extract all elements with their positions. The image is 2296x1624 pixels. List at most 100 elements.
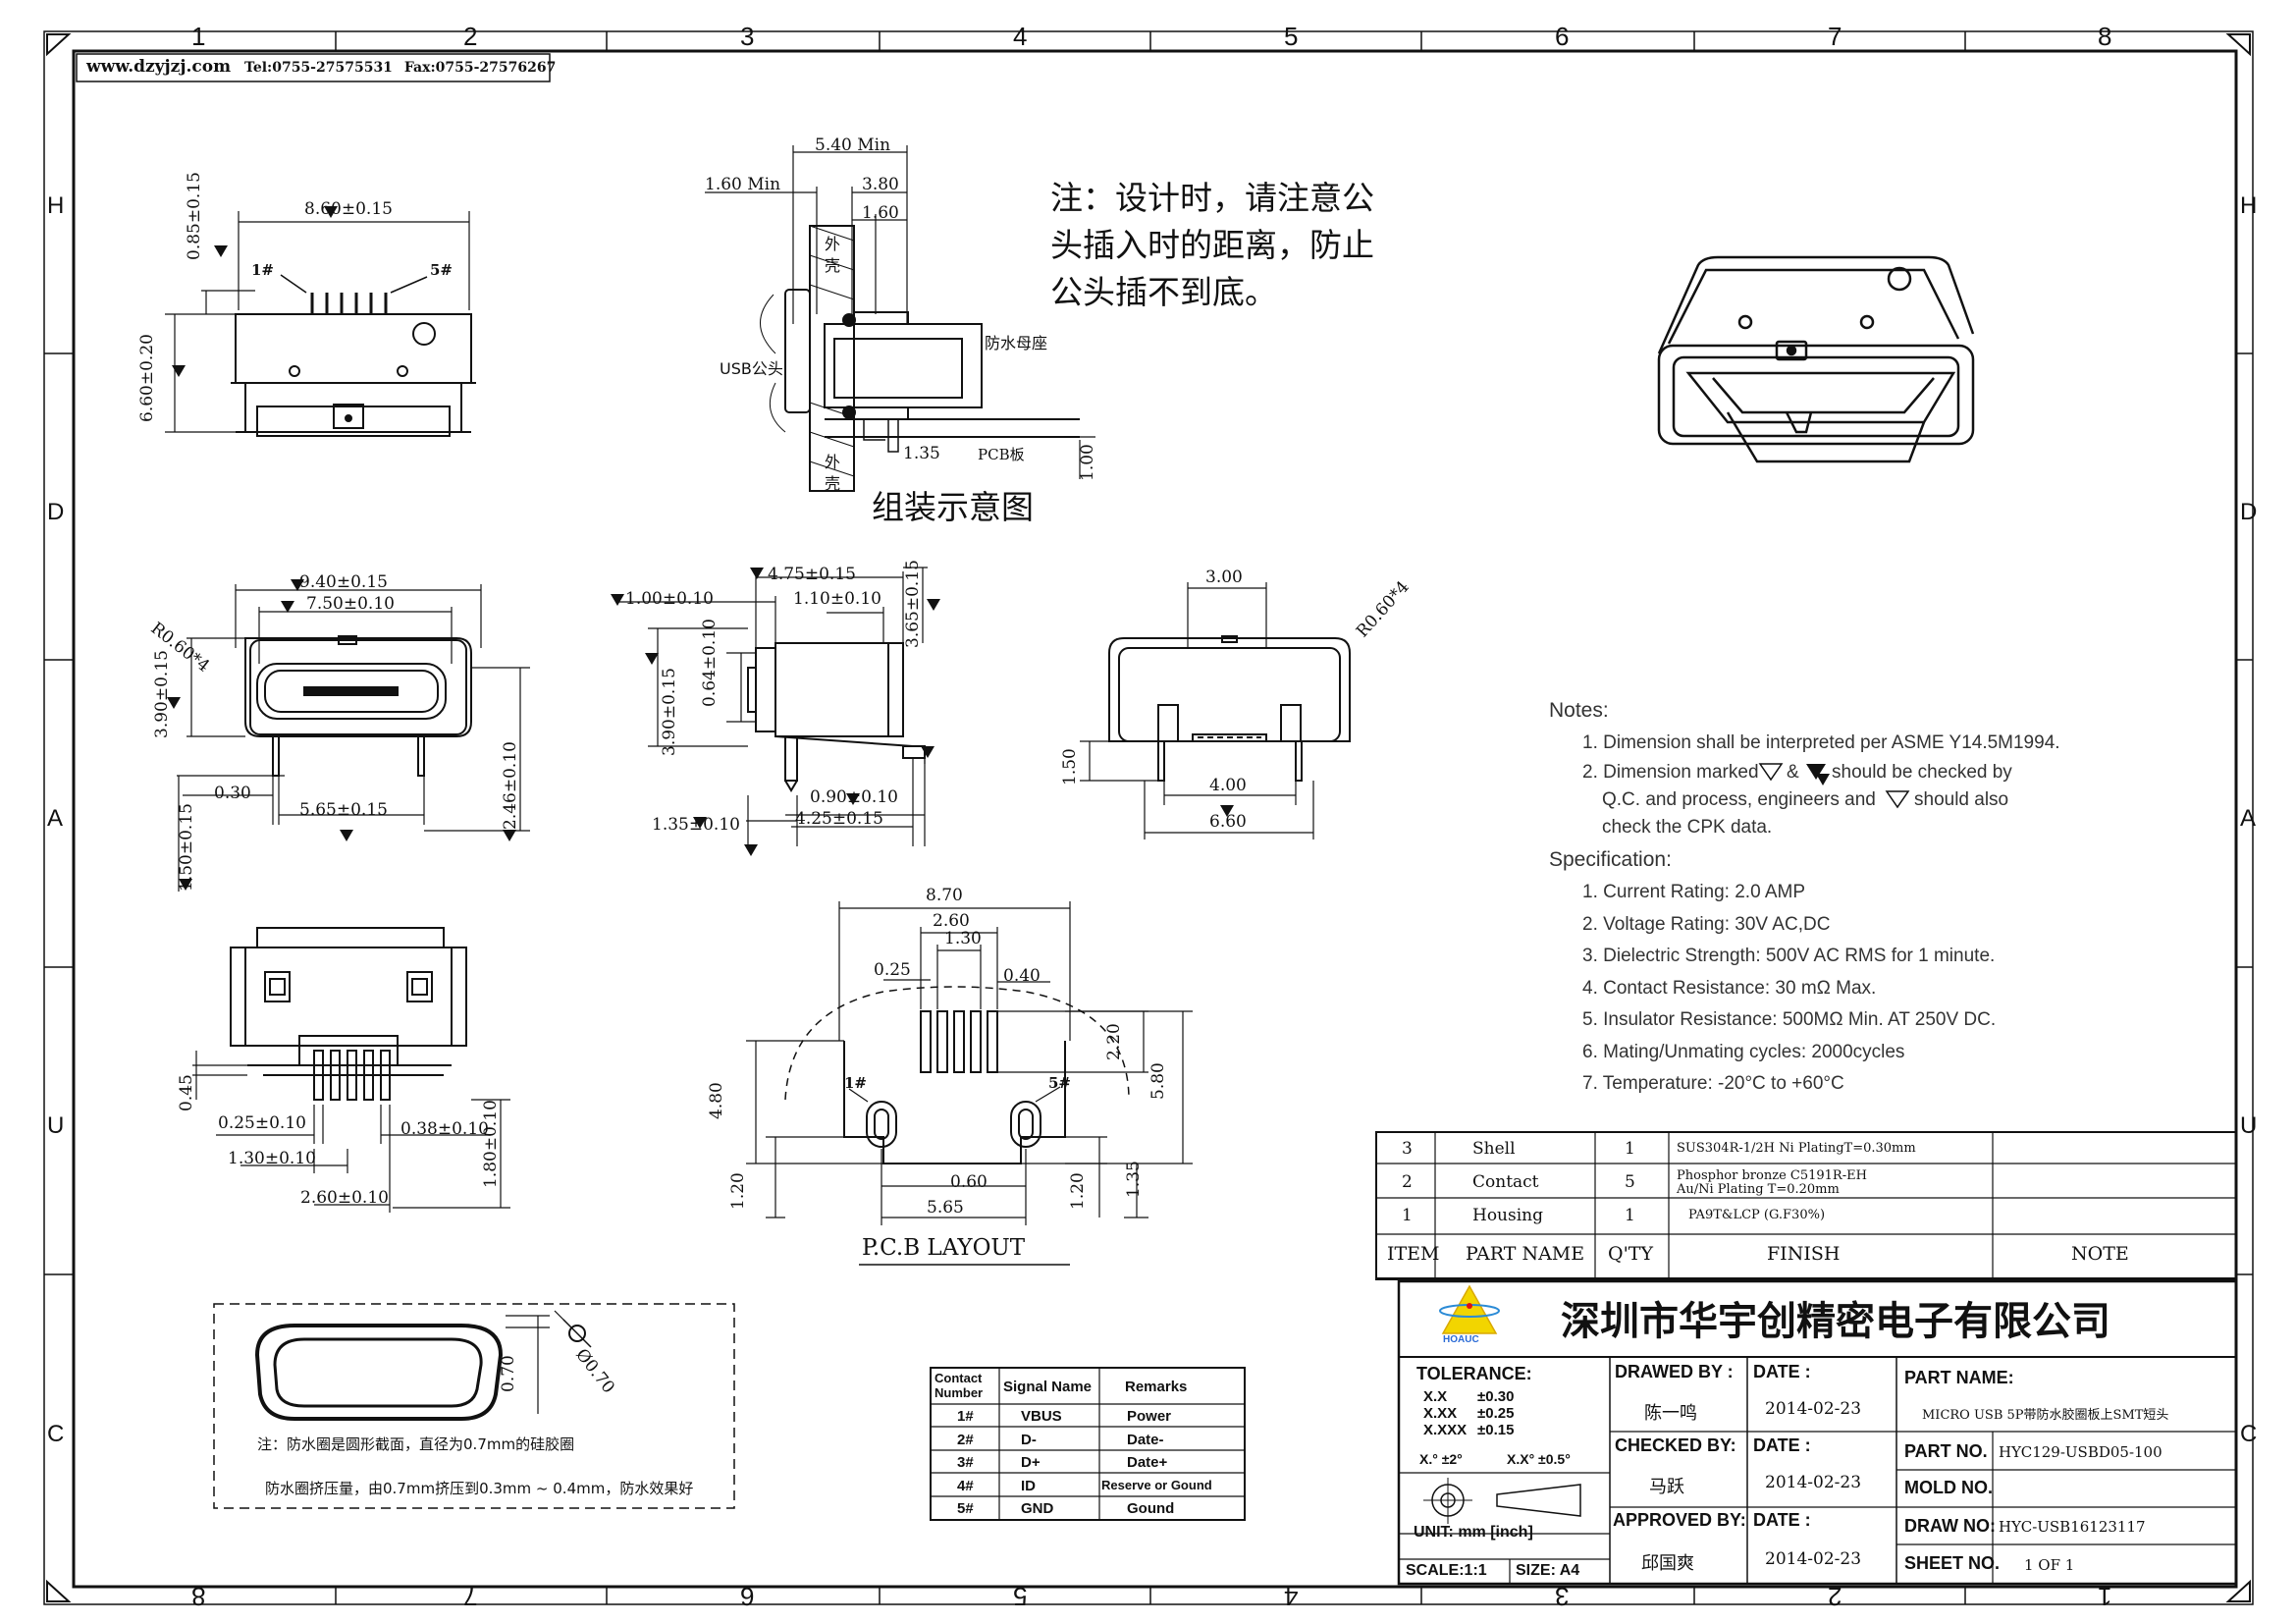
bom-table [1375, 1131, 2237, 1280]
pcb-layout [784, 986, 1130, 1164]
bom-header-3: Q'TY [1608, 1243, 1654, 1265]
dim-front-view-6: 2.46±0.10 [501, 741, 520, 830]
pin5-label-pcb: 5# [1048, 1074, 1072, 1092]
company-name: 深圳市华宇创精密电子有限公司 [1561, 1299, 2110, 1344]
dim-top-view-2: 6.60±0.20 [137, 334, 157, 422]
signal-row-1-num: 1# [957, 1408, 974, 1425]
drawn-by-name: 陈一鸣 [1644, 1403, 1697, 1424]
grid-col-top-8: 8 [2098, 22, 2112, 51]
signal-row-1-signal: VBUS [1021, 1408, 1062, 1425]
date-label-2: DATE : [1753, 1435, 1811, 1455]
dim-pcb-layout-5: 2.20 [1104, 1023, 1124, 1060]
dim-pcb-layout-2: 1.30 [944, 929, 982, 948]
dim-pcb-layout-11: 1.35 [1124, 1161, 1144, 1198]
grid-col-top-3: 3 [740, 22, 755, 51]
usb-male-label: USB公头 [720, 359, 783, 378]
spec-line-1: 1. Current Rating: 2.0 AMP [1582, 882, 1806, 902]
tel-text: Tel:0755-27575531 [244, 60, 393, 76]
bom-row-1-qty: 1 [1625, 1139, 1635, 1159]
draw-no-label: DRAW NO: [1904, 1516, 1996, 1536]
bom-row-3-finish: PA9T&LCP (G.F30%) [1688, 1208, 1826, 1222]
signal-table [930, 1367, 1246, 1521]
dim-seal-0: 0.70 [499, 1355, 518, 1392]
bom-row-3-item: 1 [1402, 1206, 1413, 1225]
grid-col-top-5: 5 [1284, 22, 1299, 51]
signal-row-5-num: 5# [957, 1500, 974, 1517]
front-view [244, 635, 472, 777]
part-name-label: PART NAME: [1904, 1368, 2014, 1387]
bom-row-3-name: Housing [1472, 1206, 1544, 1225]
date-value-3: 2014-02-23 [1765, 1549, 1862, 1569]
dim-rear-view-4: 6.60 [1209, 812, 1247, 832]
dim-pcb-layout-9: 0.60 [950, 1172, 988, 1192]
signal-row-2-remark: Date- [1127, 1431, 1164, 1448]
dim-side-view-7: 1.35±0.10 [652, 815, 740, 835]
signal-header-1: Contact Number [934, 1371, 984, 1400]
angle-tol-2: X.X° ±0.5° [1507, 1451, 1571, 1467]
approved-by-name: 邱国爽 [1641, 1553, 1694, 1574]
approved-by-label: APPROVED BY: [1613, 1510, 1746, 1530]
unit-label: UNIT: mm [inch] [1414, 1524, 1533, 1541]
grid-row-left-4: U [47, 1112, 65, 1139]
dim-pcb-layout-12: 5.65 [927, 1198, 964, 1218]
dim-top-view-0: 8.60±0.15 [304, 199, 393, 219]
signal-row-3-remark: Date+ [1127, 1454, 1168, 1471]
dim-assembly-5: 1.00 [1078, 444, 1097, 481]
pcb-layout-title: P.C.B LAYOUT [862, 1235, 1026, 1261]
grid-row-right-5: C [2240, 1421, 2258, 1447]
note-2e: should also [1914, 789, 2009, 810]
bom-header-2: PART NAME [1466, 1243, 1585, 1265]
signal-header-3: Remarks [1125, 1379, 1188, 1395]
draw-no-value: HYC-USB16123117 [1999, 1518, 2146, 1536]
dim-front-view-7: 1.50±0.15 [177, 803, 196, 892]
note-1: 1. Dimension shall be interpreted per AS… [1582, 732, 2060, 753]
tol-1-label: X.X [1423, 1388, 1448, 1405]
dim-rear-view-0: 3.00 [1205, 568, 1243, 587]
spec-line-6: 6. Mating/Unmating cycles: 2000cycles [1582, 1041, 1905, 1062]
dim-pcb-layout-10: 1.20 [1068, 1172, 1088, 1210]
note-2b: & [1787, 762, 1799, 783]
dim-front-view-3: 3.90±0.15 [152, 650, 172, 738]
tol-3-value: ±0.15 [1477, 1422, 1515, 1438]
dim-pcb-layout-1: 2.60 [933, 911, 970, 931]
website-text: www.dzyjzj.com [86, 57, 232, 77]
fax-text: Fax:0755-27576267 [403, 60, 557, 76]
dim-front-view-1: 7.50±0.10 [306, 594, 395, 614]
side-view [747, 642, 926, 792]
seal-note-1: 注：防水圈是圆形截面，直径为0.7mm的硅胶圈 [257, 1435, 575, 1453]
pin1-label-pcb: 1# [844, 1074, 868, 1092]
grid-col-bottom-5: 4 [1284, 1582, 1299, 1611]
dim-side-view-5: 0.64±0.10 [700, 619, 720, 707]
tol-2-label: X.XX [1423, 1405, 1458, 1422]
dim-side-view-4: 3.90±0.15 [660, 668, 679, 756]
grid-row-left-2: D [47, 499, 65, 525]
dim-pcb-layout-6: 4.80 [707, 1082, 726, 1119]
shell-bottom-label: 外壳 [825, 453, 841, 493]
bom-header-1: ITEM [1387, 1243, 1440, 1265]
note-2c: should be checked by [1832, 762, 2012, 783]
rear-view [1108, 635, 1351, 782]
dim-side-view-6: 0.90±0.10 [810, 787, 898, 807]
title-block [1397, 1279, 2238, 1586]
grid-row-left-5: C [47, 1421, 65, 1447]
spec-line-2: 2. Voltage Rating: 30V AC,DC [1582, 913, 1831, 935]
notes-title: Notes: [1549, 699, 1609, 722]
assembly-title: 组装示意图 [872, 488, 1034, 526]
checked-by-label: CHECKED BY: [1615, 1435, 1736, 1455]
spec-line-7: 7. Temperature: -20°C to +60°C [1582, 1073, 1844, 1094]
grid-row-left-3: A [47, 805, 64, 832]
tol-1-value: ±0.30 [1477, 1388, 1515, 1405]
dim-side-view-1: 1.00±0.10 [625, 589, 714, 609]
dim-assembly-3: 1.60 [862, 203, 899, 223]
bom-header-5: NOTE [2071, 1243, 2129, 1265]
dim-pcb-layout-3: 0.25 [874, 960, 911, 980]
tolerance-label: TOLERANCE: [1416, 1364, 1532, 1383]
sheet-no-value: 1 OF 1 [2024, 1556, 2075, 1574]
3d-view [1657, 255, 1975, 463]
note-2d: Q.C. and process, engineers and [1602, 789, 1876, 810]
grid-col-top-6: 6 [1555, 22, 1570, 51]
shell-top-label: 外壳 [825, 235, 841, 275]
grid-col-top-7: 7 [1828, 22, 1842, 51]
bottom-view [230, 927, 467, 1101]
